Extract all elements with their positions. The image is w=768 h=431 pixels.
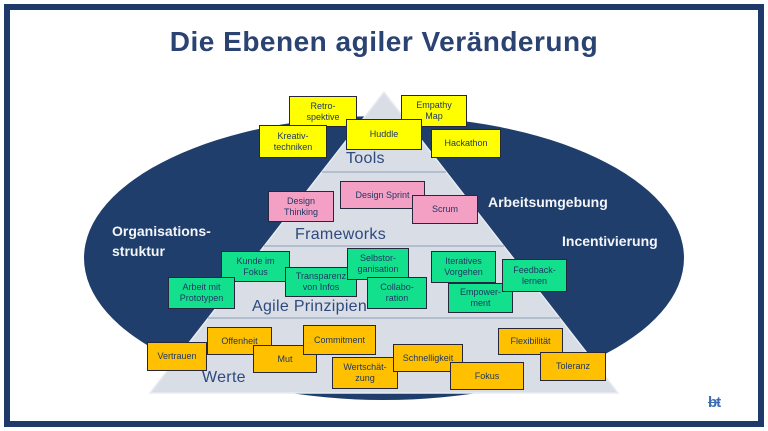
sticky-note-fokus: Fokus bbox=[450, 362, 524, 390]
level-label-werte: Werte bbox=[202, 369, 246, 386]
sticky-note-vertrauen: Vertrauen bbox=[147, 342, 207, 371]
level-label-agile-prinzipien: Agile Prinzipien bbox=[252, 298, 368, 315]
page-title: Die Ebenen agiler Veränderung bbox=[169, 26, 599, 57]
ellipse-label-organisationsstruktur: Organisations-struktur bbox=[112, 223, 211, 260]
sticky-note-iteratives-vorgehen: Iteratives Vorgehen bbox=[431, 251, 496, 283]
sticky-note-kreativtechniken: Kreativ-techniken bbox=[259, 125, 327, 158]
sticky-note-design-sprint: Design Sprint bbox=[340, 181, 425, 209]
sticky-note-collaboration: Collabo-ration bbox=[367, 277, 427, 309]
level-label-frameworks: Frameworks bbox=[295, 226, 387, 243]
ellipse-label-incentivierung: Incentivierung bbox=[562, 233, 658, 249]
sticky-note-commitment: Commitment bbox=[303, 325, 376, 355]
sticky-note-toleranz: Toleranz bbox=[540, 352, 606, 381]
sticky-note-flexibilitaet: Flexibilität bbox=[498, 328, 563, 355]
sticky-note-scrum: Scrum bbox=[412, 195, 478, 224]
sticky-note-arbeit-mit-prototypen: Arbeit mit Prototypen bbox=[168, 277, 235, 309]
sticky-note-retrospektive: Retro-spektive bbox=[289, 96, 357, 127]
sticky-note-selbstorganisation: Selbstor-ganisation bbox=[347, 248, 409, 280]
sticky-note-wertschaetzung: Wertschät-zung bbox=[332, 357, 398, 389]
sticky-note-schnelligkeit: Schnelligkeit bbox=[393, 344, 463, 372]
level-label-tools: Tools bbox=[346, 150, 385, 167]
sticky-note-transparenz-von-infos: Transparenz von Infos bbox=[285, 267, 357, 297]
sticky-note-feedback-lernen: Feedback-lernen bbox=[502, 259, 567, 292]
sticky-note-design-thinking: Design Thinking bbox=[268, 191, 334, 222]
bt-logo: bt bbox=[708, 394, 721, 411]
sticky-note-kunde-im-fokus: Kunde im Fokus bbox=[221, 251, 290, 282]
ellipse-label-arbeitsumgebung: Arbeitsumgebung bbox=[488, 194, 608, 210]
sticky-note-offenheit: Offenheit bbox=[207, 327, 272, 355]
sticky-note-huddle: Huddle bbox=[346, 119, 422, 150]
sticky-note-hackathon: Hackathon bbox=[431, 129, 501, 158]
